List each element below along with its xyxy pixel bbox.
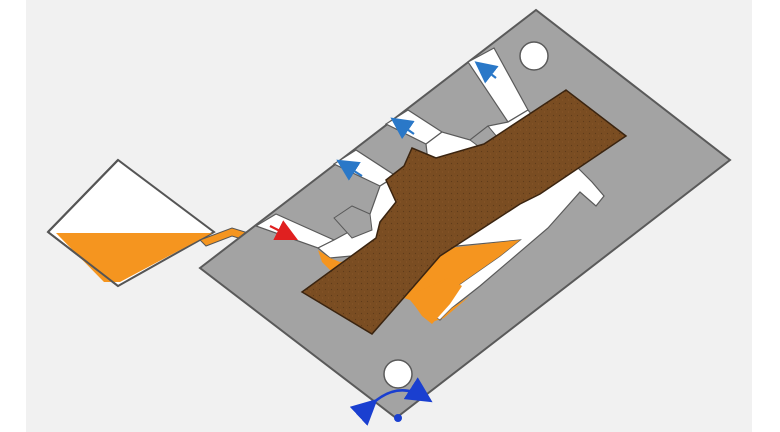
mounting-hole — [383, 359, 413, 389]
rotate-arrow-icon — [349, 377, 433, 426]
blue-arrow-icon — [474, 61, 499, 84]
molten-metal-ladle — [56, 233, 212, 282]
blue-arrow-icon — [390, 117, 415, 140]
blue-arrow-icon — [336, 159, 363, 181]
molten-metal-runner — [408, 278, 462, 324]
red-arrow-icon — [269, 220, 298, 240]
pouring-ladle — [46, 158, 216, 288]
mounting-hole — [519, 41, 549, 71]
sand-core — [300, 89, 628, 335]
